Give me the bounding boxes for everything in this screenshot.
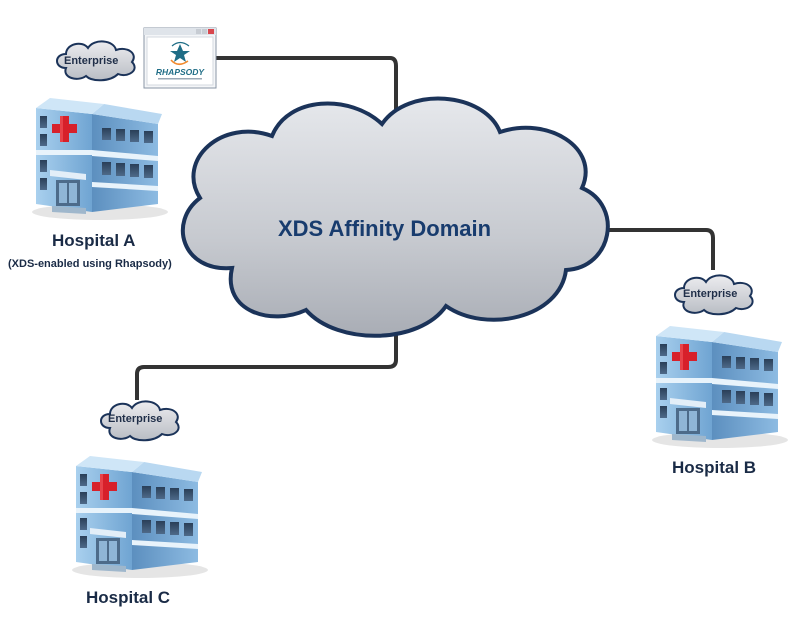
xds-affinity-domain-cloud <box>180 96 610 338</box>
connector-lines <box>135 56 715 400</box>
enterprise-label-hospital-c: Enterprise <box>108 413 163 425</box>
rhapsody-window-icon: RHAPSODY <box>143 27 217 89</box>
hospital-a-name: Hospital A <box>52 231 136 250</box>
hospital-c-name: Hospital C <box>86 588 171 607</box>
hospital-a-note: (XDS-enabled using Rhapsody) <box>8 258 172 270</box>
hospital-b-name: Hospital B <box>672 458 757 477</box>
connector-domain-to-hospital-c <box>135 335 398 400</box>
hospital-a-building-icon <box>32 98 168 220</box>
domain-cloud-label: XDS Affinity Domain <box>278 216 492 241</box>
enterprise-label-hospital-b: Enterprise <box>683 288 738 300</box>
hospital-b-building-icon <box>652 326 788 448</box>
connector-domain-to-hospital-b <box>606 228 715 270</box>
enterprise-label-hospital-a: Enterprise <box>64 55 119 67</box>
hospital-c-building-icon <box>72 456 208 578</box>
rhapsody-logo-text: RHAPSODY <box>156 67 206 77</box>
connector-rhapsody-to-domain <box>214 56 398 122</box>
